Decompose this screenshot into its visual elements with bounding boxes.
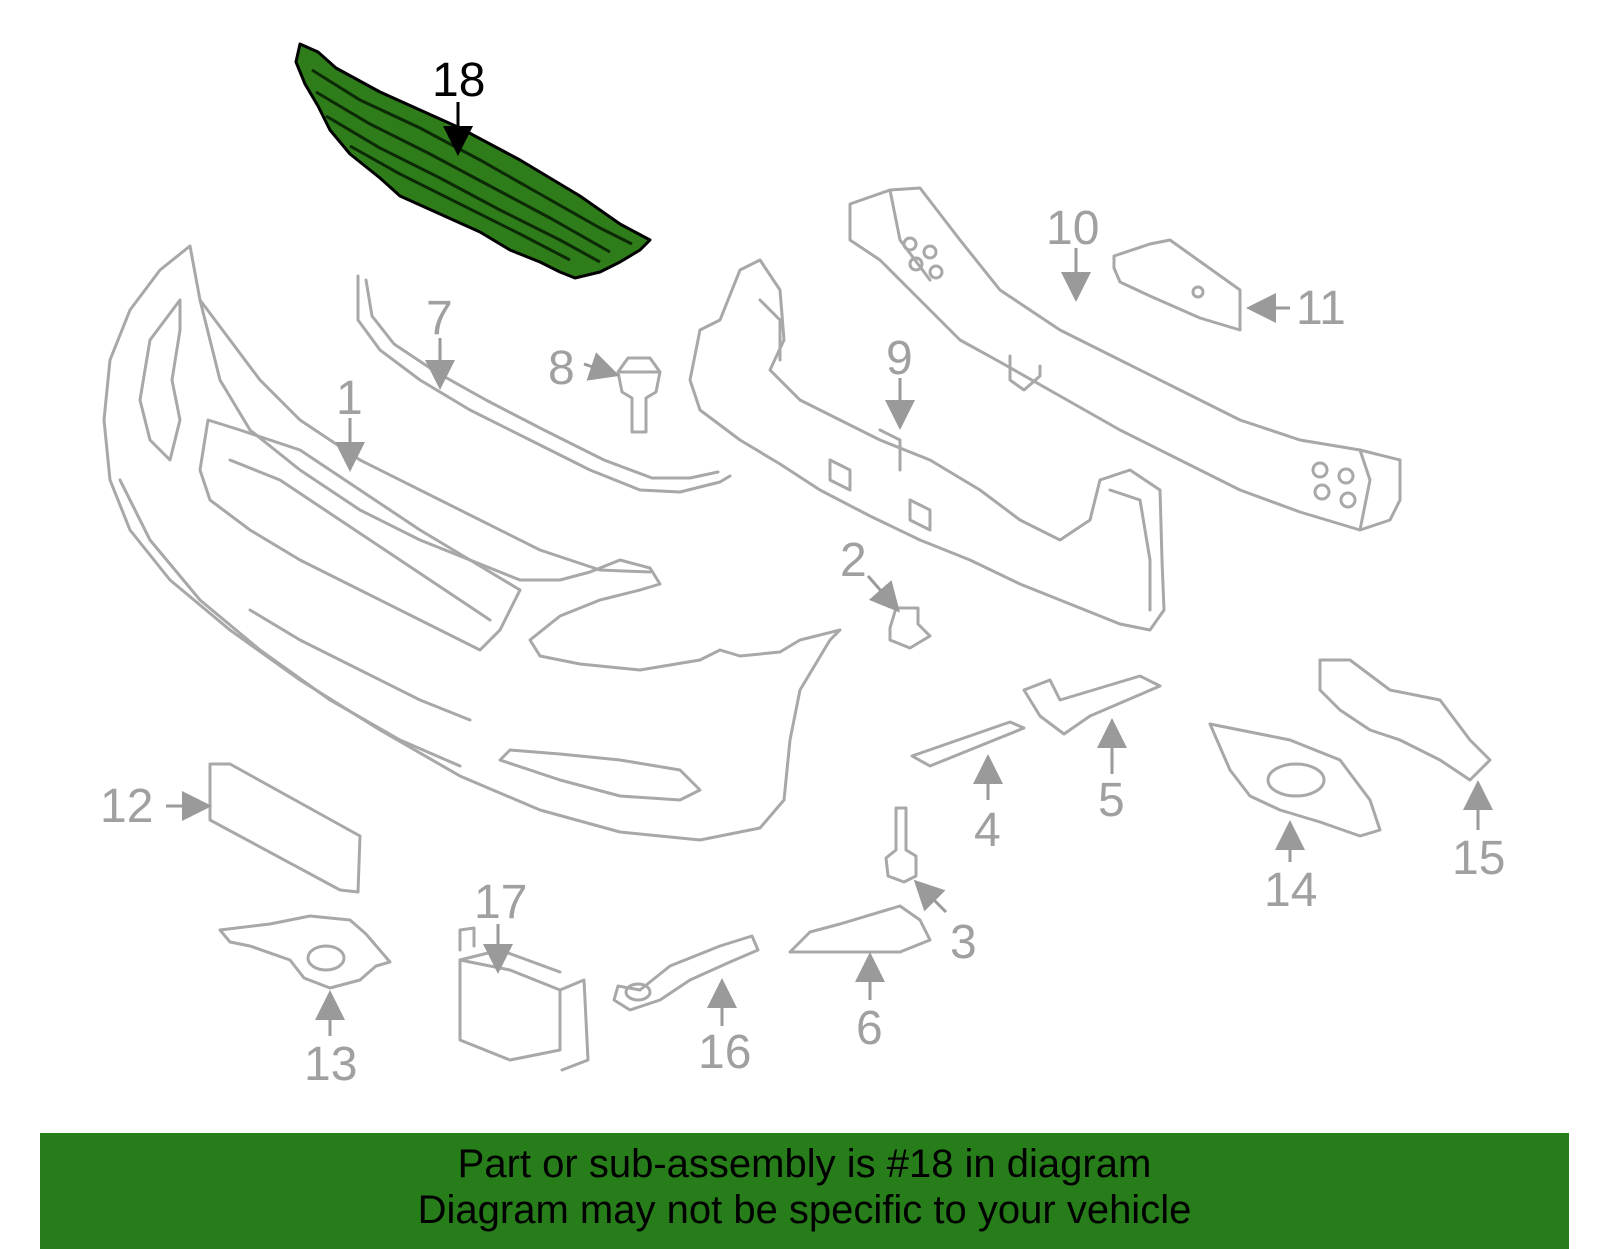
callout-14: 14 [1264, 864, 1317, 917]
part-3-bolt [884, 806, 918, 884]
parts-diagram: 18 1 7 8 9 10 11 2 4 5 14 15 12 3 6 13 1… [100, 42, 1505, 1091]
part-5-bracket [1022, 674, 1162, 736]
banner-line-1: Part or sub-assembly is #18 in diagram [457, 1142, 1152, 1186]
part-10-reinforcement [848, 186, 1402, 532]
callout-arrows [166, 102, 1493, 1036]
part-15-bracket [1318, 658, 1492, 782]
part-16-tow-hook [612, 934, 760, 1012]
part-7-molding [356, 274, 732, 494]
banner-line-2: Diagram may not be specific to your vehi… [417, 1188, 1192, 1232]
callout-5: 5 [1098, 774, 1125, 827]
part-13-emblem [218, 914, 392, 990]
part-2-clip [888, 606, 932, 650]
callout-4: 4 [974, 804, 1001, 857]
part-9-energy-absorber [688, 258, 1166, 632]
part-4-strip [910, 720, 1026, 768]
part-18-highlighted[interactable] [294, 42, 652, 280]
arrow-3 [913, 879, 948, 914]
callout-2: 2 [840, 534, 867, 587]
callout-6: 6 [856, 1002, 883, 1055]
callout-16: 16 [698, 1026, 751, 1079]
callout-18: 18 [432, 54, 485, 107]
callout-13: 13 [304, 1038, 357, 1091]
callout-7: 7 [426, 292, 453, 345]
part-8-bolt [616, 356, 662, 434]
callout-9: 9 [886, 332, 913, 385]
callout-10: 10 [1046, 202, 1099, 255]
callout-labels: 18 1 7 8 9 10 11 2 4 5 14 15 12 3 6 13 1… [100, 54, 1505, 1091]
info-banner: Part or sub-assembly is #18 in diagram D… [40, 1133, 1569, 1249]
part-17-sensor-module [458, 926, 590, 1072]
callout-1: 1 [336, 372, 363, 425]
part-6-bracket [788, 904, 932, 954]
part-12-plate [208, 762, 362, 894]
callout-8: 8 [548, 342, 575, 395]
part-11-bracket [1112, 238, 1242, 332]
arrow-8 [583, 352, 620, 381]
callout-11: 11 [1296, 282, 1346, 335]
callout-3: 3 [950, 916, 977, 969]
callout-12: 12 [100, 780, 153, 833]
callout-15: 15 [1452, 832, 1505, 885]
part-1-bumper-cover [102, 244, 842, 842]
arrow-2 [866, 575, 900, 613]
callout-17: 17 [474, 876, 527, 929]
part-14-fog-bezel [1208, 722, 1382, 838]
